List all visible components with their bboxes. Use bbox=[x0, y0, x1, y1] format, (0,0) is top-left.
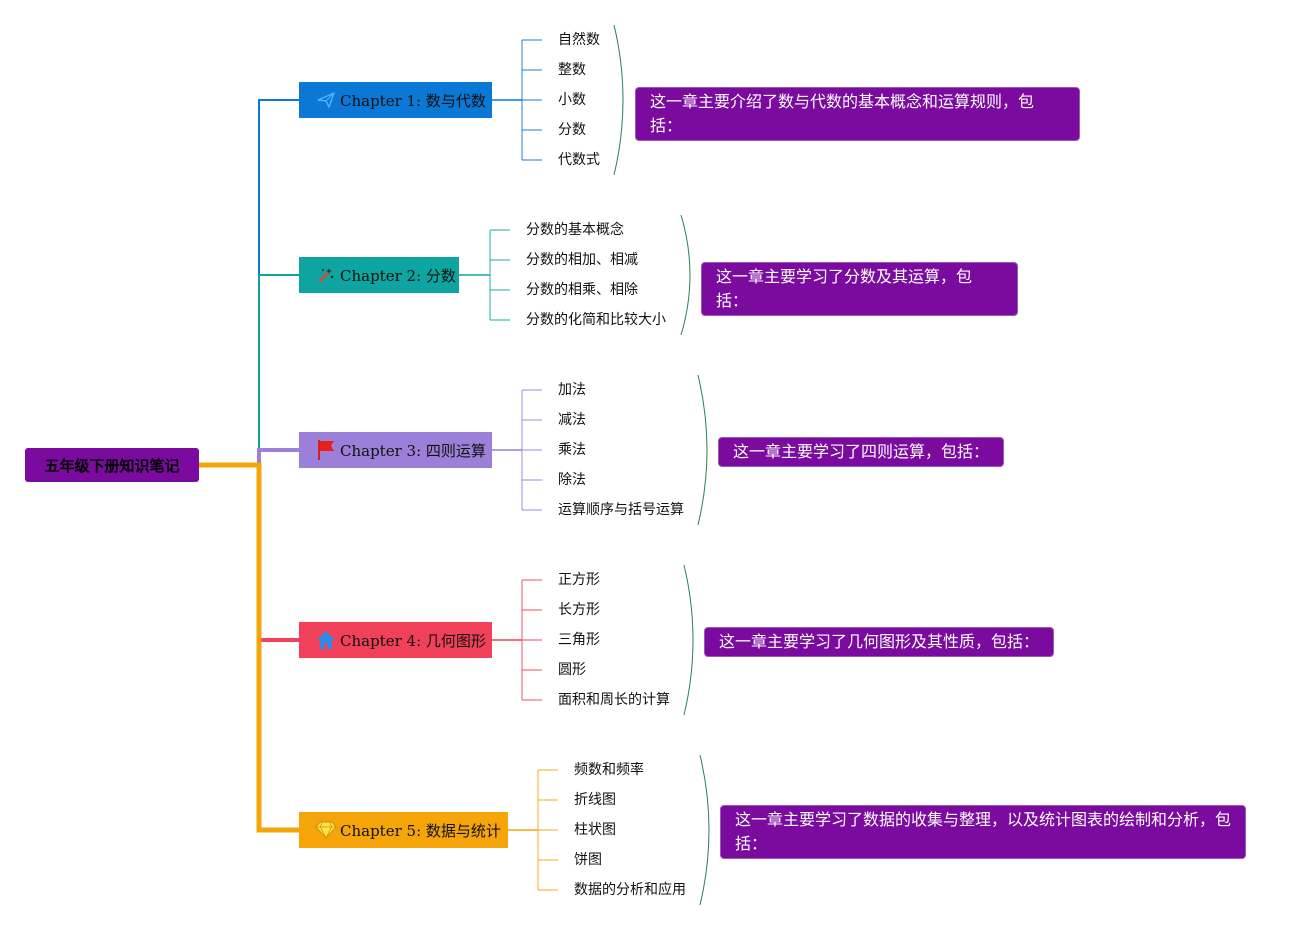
leaf-topic[interactable]: 分数 bbox=[558, 122, 586, 138]
summary-bracket-3 bbox=[697, 374, 708, 526]
leaf-topic[interactable]: 分数的相加、相减 bbox=[526, 252, 638, 268]
leaf-topic[interactable]: 分数的相乘、相除 bbox=[526, 282, 638, 298]
leaf-topic[interactable]: 柱状图 bbox=[574, 822, 616, 838]
leaf-topic[interactable]: 整数 bbox=[558, 62, 586, 78]
chapter-summary-4[interactable]: 这一章主要学习了几何图形及其性质，包括： bbox=[704, 627, 1054, 657]
leaf-topic[interactable]: 自然数 bbox=[558, 32, 600, 48]
root-title: 五年级下册知识笔记 bbox=[44, 456, 180, 475]
house-icon bbox=[315, 629, 337, 651]
leaf-topic[interactable]: 代数式 bbox=[558, 152, 600, 168]
branch-connector-1 bbox=[199, 99, 299, 466]
chapter-node-3[interactable]: Chapter 3: 四则运算 bbox=[299, 432, 492, 468]
chapter-summary-5[interactable]: 这一章主要学习了数据的收集与整理，以及统计图表的绘制和分析，包括： bbox=[720, 805, 1246, 859]
chapter-summary-2[interactable]: 这一章主要学习了分数及其运算，包括： bbox=[701, 262, 1018, 316]
summary-bracket-4 bbox=[683, 564, 694, 716]
chapter-node-2[interactable]: Chapter 2: 分数 bbox=[299, 257, 459, 293]
leaf-topic[interactable]: 减法 bbox=[558, 412, 586, 428]
chapter-summary-3[interactable]: 这一章主要学习了四则运算，包括： bbox=[718, 437, 1004, 467]
leaf-topic[interactable]: 正方形 bbox=[558, 572, 600, 588]
root-node[interactable]: 五年级下册知识笔记 bbox=[25, 448, 199, 482]
chapter-label: Chapter 4: 几何图形 bbox=[340, 631, 486, 650]
leaf-topic[interactable]: 饼图 bbox=[574, 852, 602, 868]
leaf-topic[interactable]: 加法 bbox=[558, 382, 586, 398]
summary-bracket-5 bbox=[699, 754, 710, 906]
leaf-topic[interactable]: 除法 bbox=[558, 472, 586, 488]
chapter-label: Chapter 5: 数据与统计 bbox=[340, 821, 501, 840]
branch-connector-4 bbox=[199, 463, 299, 642]
flag-icon bbox=[315, 439, 337, 461]
leaf-topic[interactable]: 长方形 bbox=[558, 602, 600, 618]
leaf-topic[interactable]: 分数的基本概念 bbox=[526, 222, 624, 238]
branch-connector-5 bbox=[199, 462, 299, 833]
leaf-topic[interactable]: 分数的化简和比较大小 bbox=[526, 312, 666, 328]
chapter-label: Chapter 3: 四则运算 bbox=[340, 441, 486, 460]
chapter-label: Chapter 2: 分数 bbox=[340, 266, 456, 285]
chapter-summary-1[interactable]: 这一章主要介绍了数与代数的基本概念和运算规则，包括： bbox=[635, 87, 1080, 141]
leaf-topic[interactable]: 乘法 bbox=[558, 442, 586, 458]
leaf-topic[interactable]: 折线图 bbox=[574, 792, 616, 808]
magic-wand-icon bbox=[315, 264, 337, 286]
chapter-node-5[interactable]: Chapter 5: 数据与统计 bbox=[299, 812, 508, 848]
leaf-topic[interactable]: 频数和频率 bbox=[574, 762, 644, 778]
summary-bracket-1 bbox=[613, 24, 624, 176]
chapter-node-4[interactable]: Chapter 4: 几何图形 bbox=[299, 622, 492, 658]
diamond-icon bbox=[315, 819, 337, 841]
leaf-topic[interactable]: 运算顺序与括号运算 bbox=[558, 502, 684, 518]
leaf-topic[interactable]: 小数 bbox=[558, 92, 586, 108]
leaf-topic[interactable]: 面积和周长的计算 bbox=[558, 692, 670, 708]
summary-bracket-2 bbox=[680, 214, 691, 336]
leaf-topic[interactable]: 圆形 bbox=[558, 662, 586, 678]
leaf-topic[interactable]: 三角形 bbox=[558, 632, 600, 648]
chapter-node-1[interactable]: Chapter 1: 数与代数 bbox=[299, 82, 492, 118]
leaf-topic[interactable]: 数据的分析和应用 bbox=[574, 882, 686, 898]
chapter-label: Chapter 1: 数与代数 bbox=[340, 91, 486, 110]
paper-plane-icon bbox=[315, 89, 337, 111]
branch-connector-2 bbox=[199, 274, 299, 466]
